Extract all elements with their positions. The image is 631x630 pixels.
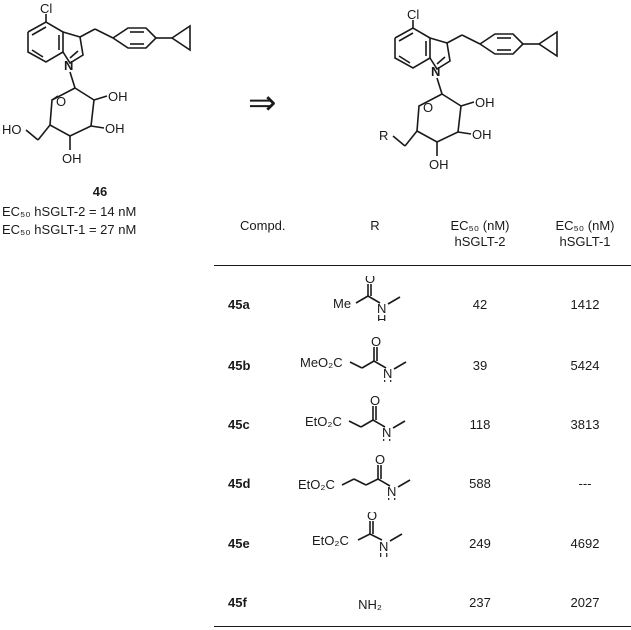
n-label: N — [64, 58, 73, 73]
compound-46-ec50-sglt2: EC₅₀ hSGLT-2 = 14 nM — [2, 204, 137, 219]
ho-label: HO — [2, 122, 22, 137]
indole-pyrrole-ring — [62, 31, 84, 65]
r-group-prefix: EtO₂C — [312, 533, 349, 548]
compound-id: 45b — [228, 358, 251, 373]
compound-id: 45d — [228, 476, 251, 491]
r-group-prefix: EtO₂C — [298, 477, 335, 492]
indole-benzene-ring — [27, 21, 64, 63]
amide-o: O — [370, 396, 380, 408]
sglt2-value: 588 — [469, 476, 491, 491]
amide-n: N — [382, 425, 391, 440]
cl-label: Cl — [407, 7, 419, 22]
amide-h: H — [379, 550, 388, 557]
compound-id: 45a — [228, 297, 250, 312]
header-ec50-sglt2: EC₅₀ (nM) hSGLT-2 — [430, 218, 530, 250]
header-ec50-sglt1: EC₅₀ (nM) hSGLT-1 — [535, 218, 631, 250]
amide-o: O — [365, 276, 375, 286]
amide-n: N — [383, 366, 392, 381]
r-group-structure: EtO₂C O N H — [298, 455, 411, 500]
compound-46-structure: Cl N O OH OH OH HO — [2, 1, 191, 166]
indole-pyrrole-ring — [429, 37, 451, 71]
transformation-arrow: ⇒ — [248, 84, 277, 122]
cyclopropyl-ring — [170, 24, 191, 52]
header-ec50-sglt1-line1: EC₅₀ (nM) — [555, 218, 615, 233]
amide-o: O — [367, 512, 377, 523]
table-top-rule — [214, 265, 631, 266]
sglt1-value: 4692 — [570, 536, 600, 551]
amide-n: N — [377, 301, 386, 316]
sglt2-value: 42 — [472, 297, 488, 312]
r-group-prefix: EtO₂C — [305, 414, 342, 429]
benzyl-phenyl-ring — [112, 27, 158, 49]
scaffold-structure: Cl N O OH OH OH R — [379, 7, 558, 172]
r-group-prefix: Me — [333, 296, 351, 311]
sglt1-value: 2027 — [570, 595, 600, 610]
compound-id: 45c — [228, 417, 250, 432]
header-r: R — [370, 218, 380, 233]
oh-label-1: OH — [108, 89, 128, 104]
sglt2-value: 118 — [469, 417, 491, 432]
r-group-structure: MeO₂C O N H — [300, 337, 407, 382]
r-group-prefix: MeO₂C — [300, 355, 343, 370]
sglt1-value: 3813 — [570, 417, 600, 432]
header-compd: Compd. — [240, 218, 286, 233]
compound-46-label: 46 — [92, 184, 108, 199]
sglt1-value: 5424 — [570, 358, 600, 373]
compound-id: 45e — [228, 536, 250, 551]
amide-o: O — [375, 455, 385, 467]
sglt2-value: 237 — [469, 595, 491, 610]
sglt1-value: 1412 — [570, 297, 600, 312]
cl-label: Cl — [40, 1, 52, 16]
cyclopropyl-ring — [537, 30, 558, 58]
compound-46-ec50-sglt1: EC₅₀ hSGLT-1 = 27 nM — [2, 222, 137, 237]
amide-o: O — [371, 337, 381, 349]
indole-benzene-ring — [394, 27, 431, 69]
n-label: N — [431, 64, 440, 79]
table-bottom-rule — [214, 626, 631, 627]
sglt2-value: 39 — [472, 358, 488, 373]
compound-id: 45f — [228, 595, 247, 610]
header-ec50-sglt1-line2: hSGLT-1 — [559, 234, 611, 249]
header-ec50-sglt2-line2: hSGLT-2 — [454, 234, 506, 249]
benzyl-phenyl-ring — [479, 33, 525, 55]
ring-oxygen-label: O — [423, 100, 433, 115]
sglt1-value: --- — [578, 476, 592, 491]
sglt2-value: 249 — [469, 536, 491, 551]
r-group-label: R — [379, 128, 388, 143]
oh-label-2: OH — [472, 127, 492, 142]
oh-label-3: OH — [429, 157, 449, 172]
r-group-structure: Me O N H — [333, 276, 401, 321]
oh-label-2: OH — [105, 121, 125, 136]
oh-label-1: OH — [475, 95, 495, 110]
amide-h: H — [382, 436, 391, 441]
amide-h: H — [387, 495, 396, 500]
r-group-structure: EtO₂C O N H — [312, 512, 403, 557]
header-ec50-sglt2-line1: EC₅₀ (nM) — [450, 218, 510, 233]
amide-h: H — [377, 312, 386, 321]
ring-oxygen-label: O — [56, 94, 66, 109]
amide-n: N — [379, 539, 388, 554]
r-group-nh2: NH₂ — [358, 597, 382, 612]
amide-n: N — [387, 484, 396, 499]
oh-label-3: OH — [62, 151, 82, 166]
r-group-structure: EtO₂C O N H — [305, 396, 406, 441]
amide-h: H — [383, 377, 392, 382]
